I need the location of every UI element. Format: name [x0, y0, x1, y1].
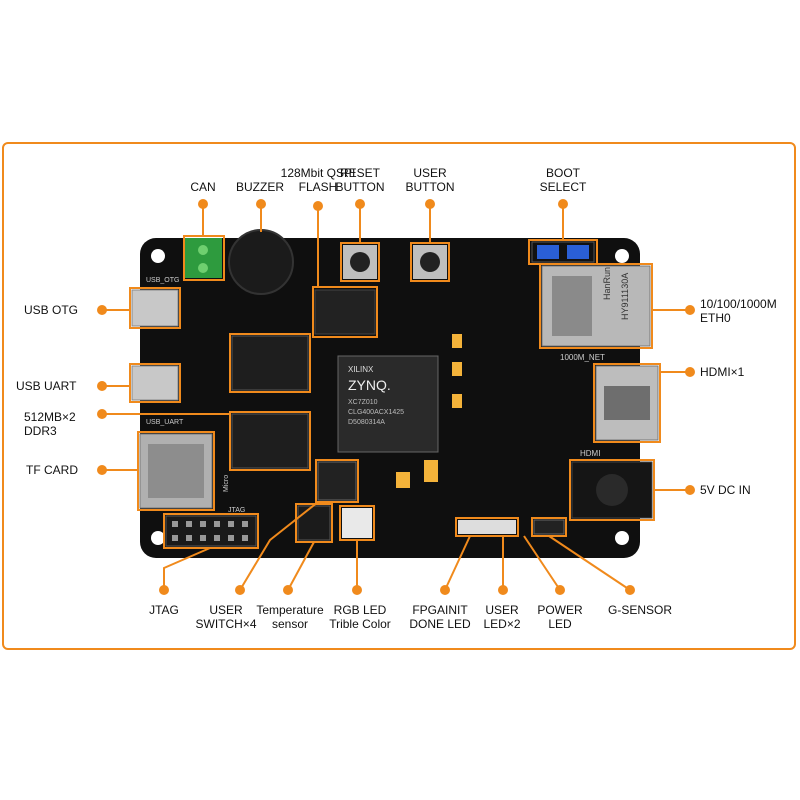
- rgb-led-part: [342, 508, 372, 538]
- micro-silk: Micro: [223, 475, 230, 492]
- label-usb-otg: USB OTG: [24, 303, 79, 317]
- ddr-chip: [231, 413, 309, 469]
- buzzer-part: [228, 229, 294, 295]
- label-can: CAN: [190, 180, 216, 194]
- temp-chip: [297, 505, 331, 541]
- mount-hole: [615, 249, 629, 263]
- label-hdmi: HDMI×1: [700, 365, 745, 379]
- label-jtag: JTAG: [149, 603, 179, 617]
- usb-uart-port: [131, 365, 179, 401]
- outer-frame: [2, 142, 796, 650]
- led-row: [458, 520, 516, 534]
- dip-switch: [317, 461, 357, 501]
- label-dc-in: 5V DC IN: [700, 483, 751, 497]
- label-buzzer: BUZZER: [236, 180, 284, 194]
- mount-hole: [151, 531, 165, 545]
- label-usb-uart: USB UART: [16, 379, 77, 393]
- ddr-chip: [231, 335, 309, 391]
- zynq-chip: [337, 355, 439, 453]
- qspi-chip: [314, 289, 376, 335]
- net-silk: 1000M_NET: [560, 353, 605, 362]
- usb-otg-port: [131, 289, 179, 327]
- label-tf-card: TF CARD: [26, 463, 78, 477]
- chip-line3: D5080314A: [348, 419, 385, 426]
- jtag-header: [165, 515, 257, 547]
- gsensor-chip: [533, 519, 565, 535]
- jtag-silk: JTAG: [228, 507, 245, 514]
- mount-hole: [151, 249, 165, 263]
- usb-uart-silk: USB_UART: [146, 419, 184, 426]
- label-gsensor: G-SENSOR: [607, 603, 672, 617]
- chip-line1: XC7Z010: [348, 399, 378, 406]
- hdmi-silk: HDMI: [580, 449, 600, 458]
- mount-hole: [615, 531, 629, 545]
- eth-model-text: HY911130A: [620, 273, 630, 320]
- eth-brand-text: HanRun: [602, 267, 612, 300]
- chip-line2: CLG400ACX1425: [348, 409, 404, 416]
- zynq-text: ZYNQ.: [348, 377, 391, 393]
- usb-otg-silk: USB_OTG: [146, 277, 179, 284]
- xilinx-text: XILINX: [348, 365, 374, 374]
